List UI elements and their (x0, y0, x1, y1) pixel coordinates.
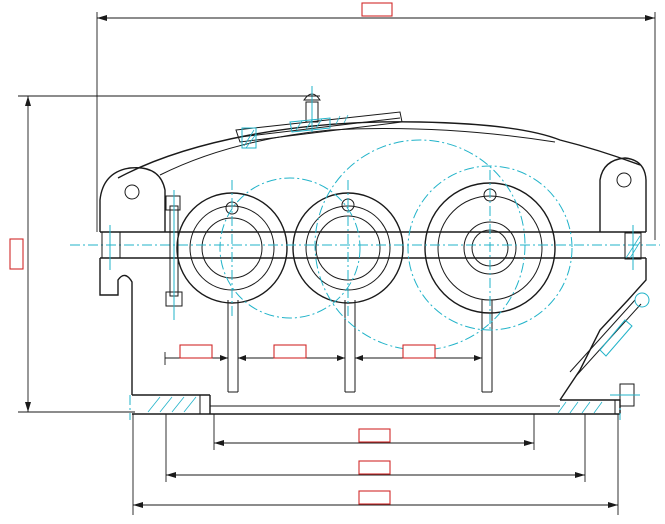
dimension-overall-height (9, 238, 24, 270)
dimension-base-bolt-span (358, 460, 391, 475)
vent-hatching (241, 114, 349, 149)
dimension-overall-length (361, 2, 393, 17)
dimension-center-distance-3 (402, 344, 436, 359)
drain-plug (610, 383, 640, 407)
flange-bolt-right (624, 225, 642, 270)
base-hatching-right (545, 399, 616, 415)
dimension-center-distance-2 (273, 344, 307, 359)
flange-bolt-left (165, 190, 183, 320)
dimension-base-overall-length (358, 490, 391, 505)
dimension-base-inner-span (358, 428, 391, 443)
dimension-lines (18, 12, 656, 515)
dimension-arrows (25, 15, 655, 508)
end-bolt-left (101, 225, 121, 270)
oil-dipstick (569, 292, 650, 377)
base-hatching-left (140, 394, 201, 415)
centerlines (70, 139, 660, 420)
inspection-cover (235, 86, 403, 143)
dimension-center-distance-1 (179, 344, 213, 359)
